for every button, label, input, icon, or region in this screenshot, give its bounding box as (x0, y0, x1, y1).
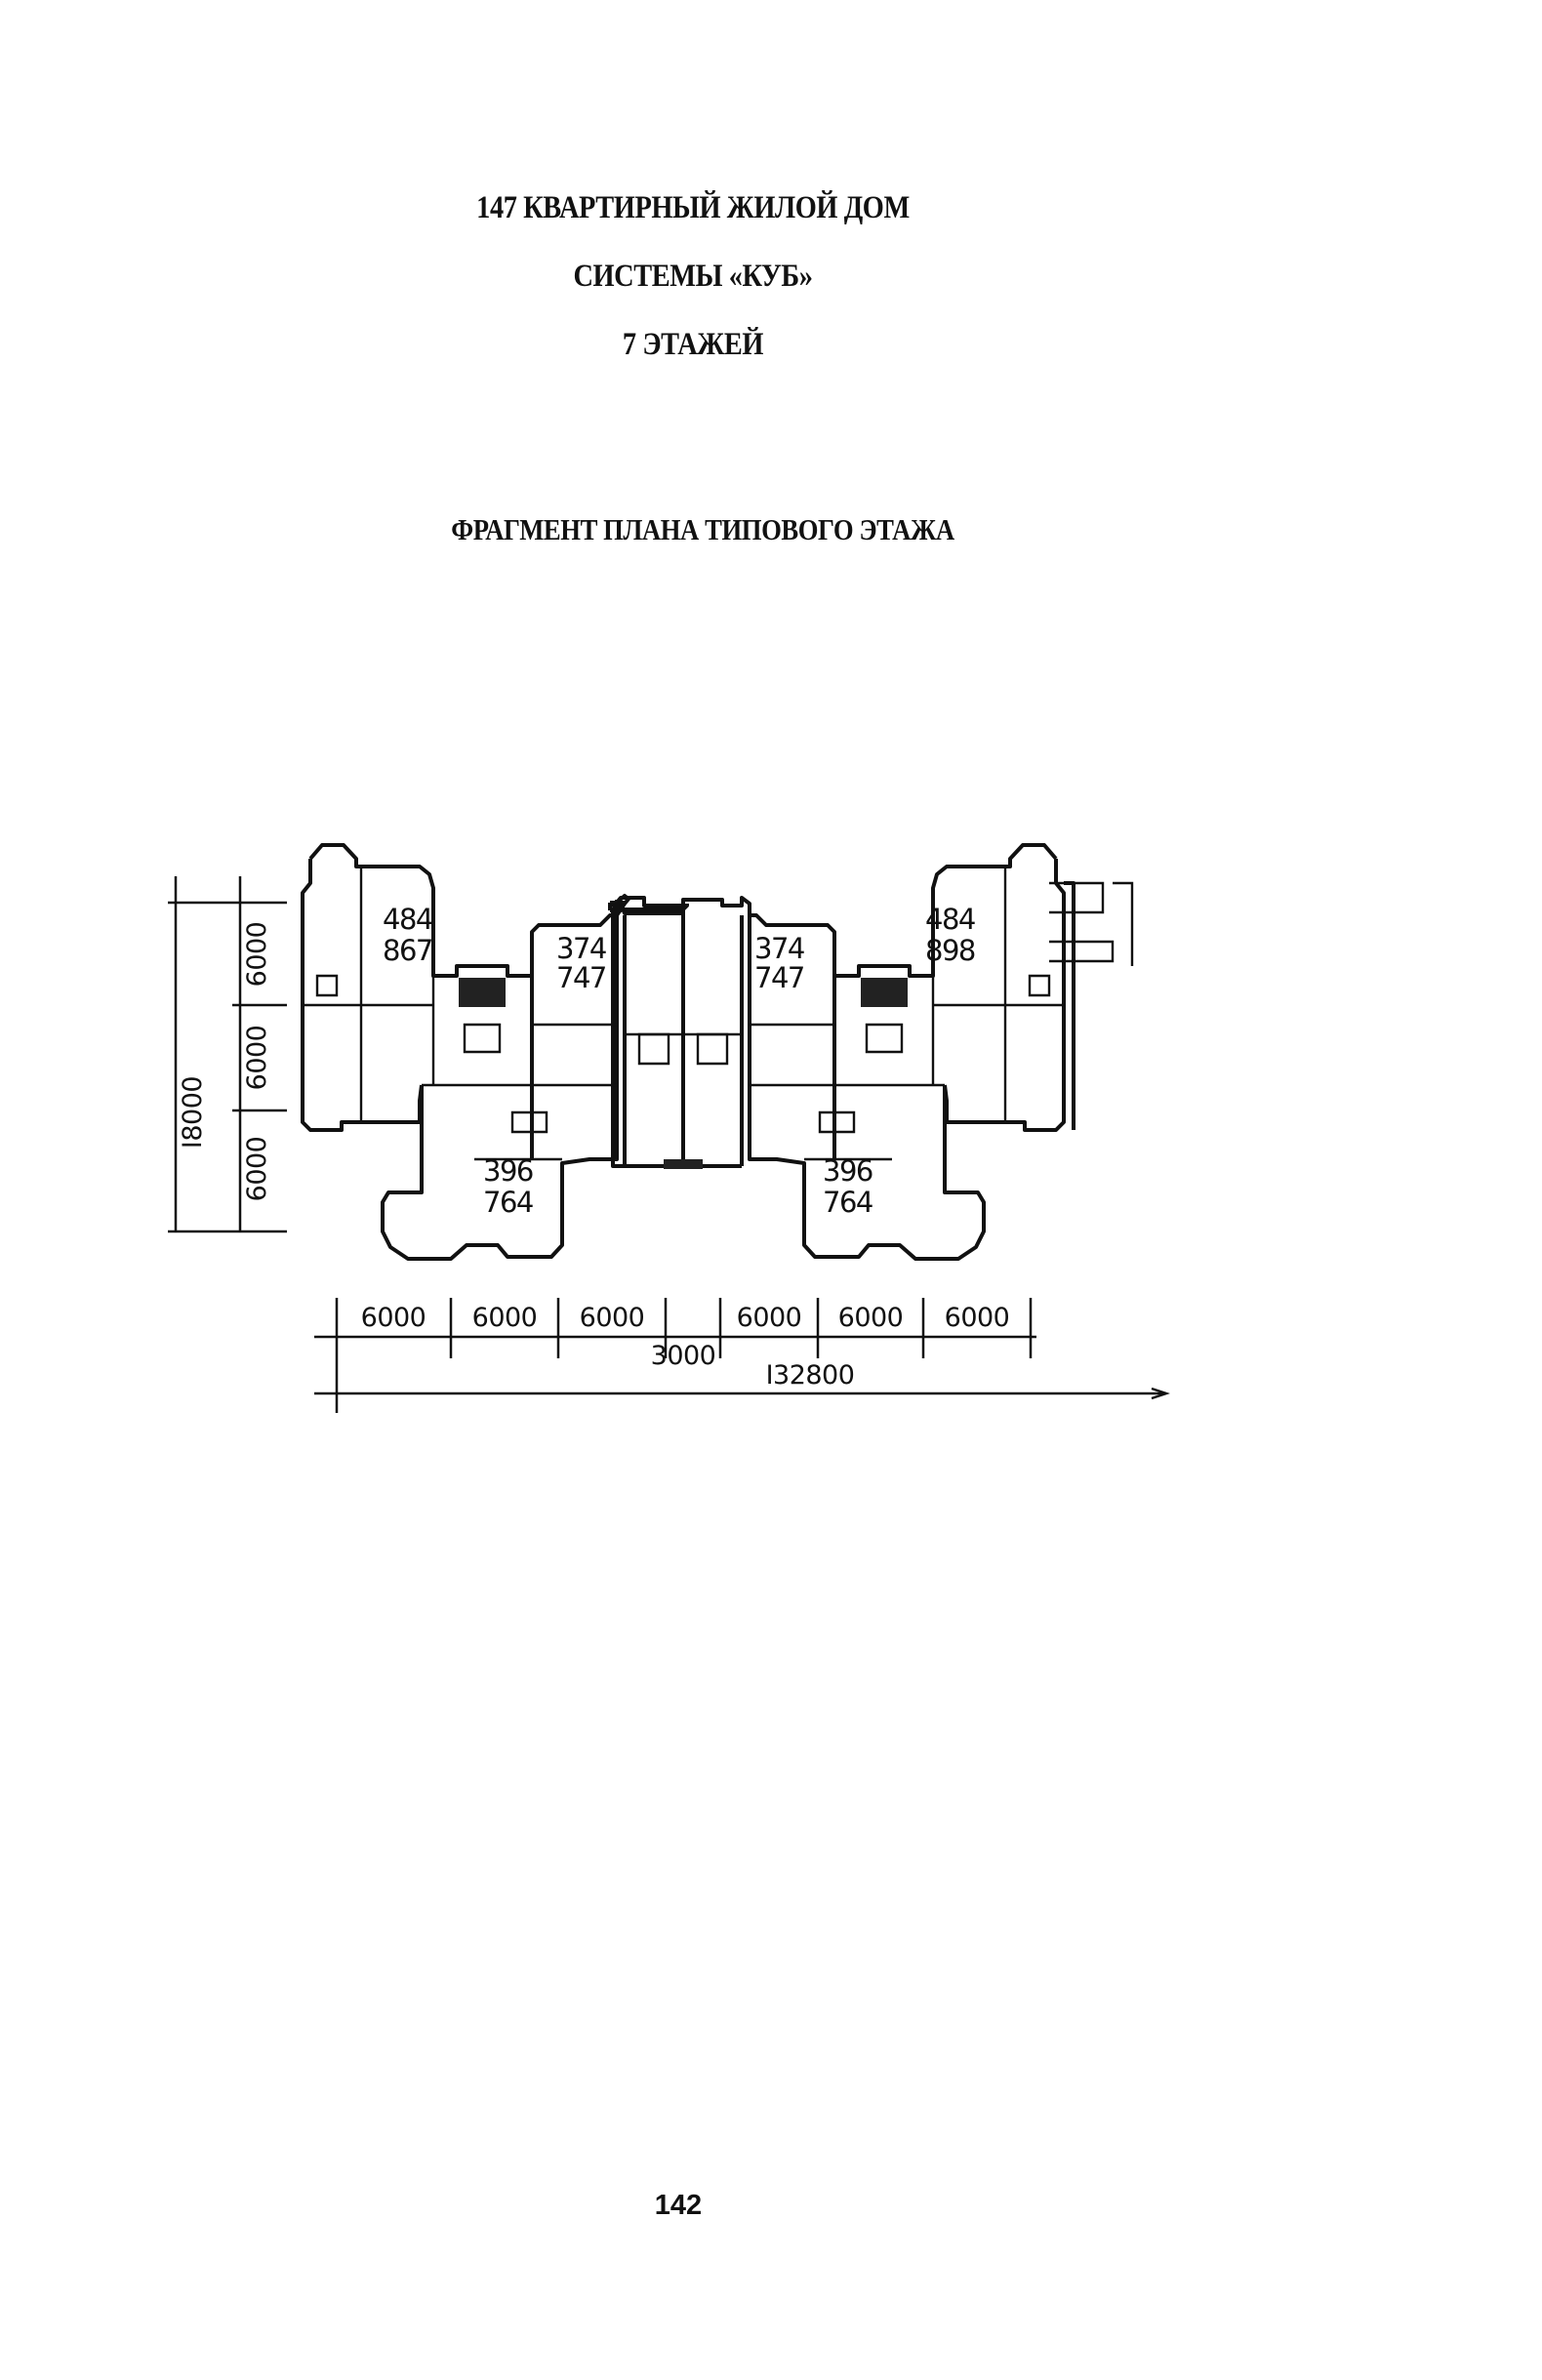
title-line-3: 7 ЭТАЖЕЙ (622, 327, 764, 362)
horizontal-total-dimension: I32800 (766, 1360, 855, 1391)
title-line-2: СИСТЕМЫ «КУБ» (573, 259, 813, 294)
apt-1-living-area: 484 (383, 903, 432, 936)
building-outline (301, 843, 1134, 1261)
vertical-segment-1: 6000 (242, 922, 272, 988)
horizontal-segment-2: 6000 (472, 1303, 538, 1333)
page-number: 142 (654, 2190, 703, 2221)
apt-5-living-area: 396 (483, 1154, 533, 1188)
apt-6-living-area: 396 (823, 1154, 872, 1188)
vertical-segment-3: 6000 (242, 1137, 272, 1202)
horizontal-segment-4: 6000 (737, 1303, 802, 1333)
horizontal-middle-dimension: 3000 (651, 1341, 716, 1371)
vertical-segment-2: 6000 (242, 1026, 272, 1091)
apt-4-living-area: 484 (925, 903, 975, 936)
apt-5-total-area: 764 (483, 1186, 533, 1219)
apt-6-total-area: 764 (823, 1186, 872, 1219)
plan-subtitle: ФРАГМЕНТ ПЛАНА ТИПОВОГО ЭТАЖА (451, 512, 954, 546)
horizontal-segment-5: 6000 (838, 1303, 904, 1333)
apt-4-total-area: 898 (925, 934, 975, 967)
vertical-dimension-chain: I8000 6000 6000 6000 (168, 876, 287, 1233)
vertical-total-dimension: I8000 (178, 1076, 208, 1149)
title-line-1: 147 КВАРТИРНЫЙ ЖИЛОЙ ДОМ (476, 190, 910, 225)
horizontal-dimension-chain: 6000 6000 6000 6000 6000 6000 3000 I3280… (314, 1298, 1170, 1413)
horizontal-segment-1: 6000 (361, 1303, 426, 1333)
apt-3-living-area: 374 (754, 932, 804, 965)
apt-2-total-area: 747 (556, 961, 606, 994)
apartment-labels: 484 867 374 747 374 747 484 898 396 764 … (383, 903, 976, 1219)
title-block: 147 КВАРТИРНЫЙ ЖИЛОЙ ДОМ СИСТЕМЫ «КУБ» 7… (0, 174, 1386, 379)
apt-3-total-area: 747 (754, 961, 804, 994)
apt-1-total-area: 867 (383, 934, 432, 967)
horizontal-segment-3: 6000 (580, 1303, 645, 1333)
apt-2-living-area: 374 (556, 932, 606, 965)
horizontal-segment-6: 6000 (945, 1303, 1010, 1333)
